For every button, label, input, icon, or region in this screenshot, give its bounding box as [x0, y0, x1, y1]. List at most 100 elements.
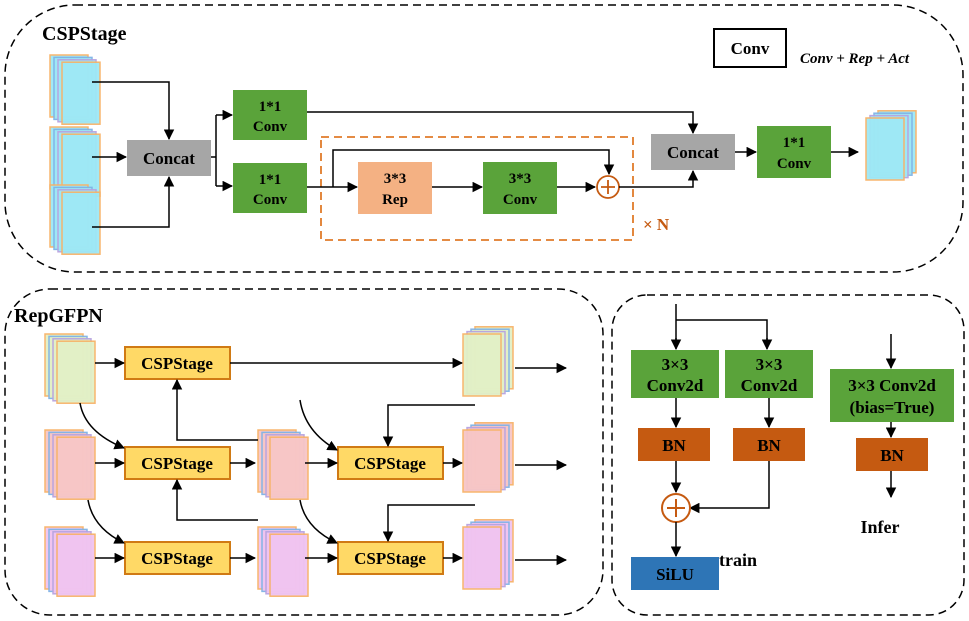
conv-out-label-1: 1*1: [783, 135, 806, 151]
train-conv-left-label-2: Conv2d: [647, 376, 704, 395]
gfpn-input-bot: [44, 526, 96, 597]
conv-mid-box: [233, 163, 307, 213]
bn-right-box: [733, 428, 805, 461]
train-conv-right-box: [725, 350, 813, 398]
feature-map-layer: [462, 429, 502, 493]
gfpn-input-top: [44, 333, 96, 404]
gfpn-out-top: [462, 326, 514, 397]
output-feature-stack: [865, 110, 917, 181]
concat-in-box: [127, 140, 211, 176]
feature-map-layer: [56, 533, 96, 597]
train-conv-left-box: [631, 350, 719, 398]
bn-left-box: [638, 428, 710, 461]
csp-stage-panel-border: [4, 4, 964, 273]
train-label: train: [719, 550, 757, 570]
legend-conv-definition: Conv + Rep + Act: [800, 51, 910, 67]
feature-map-layer: [269, 436, 309, 500]
gfpn-out-bot: [462, 519, 514, 590]
gfpn-down-out-to-bot2: [382, 504, 475, 543]
gfpn-curve-node-to-mid2: [299, 399, 338, 451]
gfpn-input-mid: [44, 429, 96, 500]
rep-arrow-bn-right-to-add: [688, 461, 770, 514]
conv-mid-label-1: 1*1: [259, 172, 282, 188]
rep-box: [358, 162, 432, 214]
conv-inner-box: [483, 162, 557, 214]
feature-map-layer: [865, 117, 905, 181]
gfpn-csp-stage-mid-1: CSPStage: [124, 446, 231, 480]
conv-mid-label-2: Conv: [253, 192, 288, 208]
train-conv-right-label-1: 3×3: [756, 355, 783, 374]
rep-block-panel-border: [611, 294, 965, 616]
concat-out-box: [651, 134, 735, 170]
add-icon: [596, 175, 620, 199]
gfpn-curve-top-to-mid1: [79, 402, 125, 450]
conv-out-label-2: Conv: [777, 156, 812, 172]
gfpn-curve-node-to-bot2: [299, 499, 338, 544]
rep-gfpn-panel: RepGFPN CSPStage CSPStage CSPStage CSPSt…: [4, 288, 604, 616]
gfpn-curve-mid-to-bot1: [87, 499, 125, 544]
silu-box: [631, 557, 719, 590]
gfpn-bot-node-1: [257, 526, 309, 597]
bn-right-label: BN: [757, 436, 781, 455]
infer-conv-label-1: 3×3 Conv2d: [848, 376, 936, 395]
infer-conv-label-2: (bias=True): [850, 398, 935, 417]
rep-gfpn-title: RepGFPN: [14, 305, 103, 327]
csp-stage-panel: CSPStage Conv Conv + Rep + Act Concat 1*…: [4, 4, 964, 273]
gfpn-csp-stage-top: CSPStage: [124, 346, 231, 380]
rep-block-panel: 3×3 Conv2d 3×3 Conv2d BN BN SiLU train 3…: [611, 294, 965, 616]
gfpn-csp-stage-bot-1-label: CSPStage: [141, 549, 213, 568]
split-line: [211, 115, 217, 186]
concat-in-label: Concat: [143, 149, 195, 168]
conv-top-label-2: Conv: [253, 119, 288, 135]
gfpn-csp-stage-mid-2-label: CSPStage: [354, 454, 426, 473]
gfpn-up-mid-to-top: [171, 378, 258, 441]
residual-line: [332, 149, 615, 187]
silu-label: SiLU: [656, 565, 694, 584]
gfpn-down-out-to-mid2: [382, 404, 475, 448]
rep-label-2: Rep: [382, 192, 408, 208]
concat-out-label: Concat: [667, 143, 719, 162]
rep-label-1: 3*3: [384, 171, 407, 187]
input-feature-stack-2: [49, 126, 101, 197]
feature-map-layer: [462, 333, 502, 397]
infer-conv-box: [830, 369, 954, 422]
feature-map-layer: [61, 61, 101, 125]
csp-stage-title: CSPStage: [42, 23, 127, 45]
gfpn-csp-stage-top-label: CSPStage: [141, 354, 213, 373]
infer-label: Infer: [861, 517, 900, 537]
arrow-stack1-concat: [92, 81, 175, 141]
rep-gfpn-panel-border: [4, 288, 604, 616]
bn-left-label: BN: [662, 436, 686, 455]
conv-top-box: [233, 90, 307, 140]
train-conv-right-label-2: Conv2d: [741, 376, 798, 395]
arrow-add-to-concat: [619, 169, 699, 188]
input-feature-stack-1: [49, 54, 101, 125]
gfpn-csp-stage-mid-2: CSPStage: [337, 446, 444, 480]
feature-map-layer: [56, 340, 96, 404]
feature-map-layer: [56, 436, 96, 500]
feature-map-layer: [462, 526, 502, 590]
rep-add-icon: [661, 493, 691, 523]
conv-out-box: [757, 126, 831, 178]
conv-top-label-1: 1*1: [259, 99, 282, 115]
feature-map-layer: [61, 191, 101, 255]
infer-bn-box: [856, 438, 928, 471]
legend-conv-label: Conv: [731, 39, 770, 58]
repeat-region: [320, 136, 634, 241]
arrow-top-bypass: [307, 111, 699, 135]
arrow-stack3-concat: [92, 175, 175, 228]
gfpn-mid-node-1: [257, 429, 309, 500]
gfpn-up-bot-to-mid: [171, 478, 258, 521]
rep-input-line: [675, 304, 768, 348]
repeat-label: × N: [643, 215, 670, 234]
train-conv-left-label-1: 3×3: [662, 355, 689, 374]
conv-inner-label-1: 3*3: [509, 171, 532, 187]
gfpn-csp-stage-bot-2-label: CSPStage: [354, 549, 426, 568]
gfpn-csp-stage-bot-1: CSPStage: [124, 541, 231, 575]
input-feature-stack-3: [49, 184, 101, 255]
legend-conv-box: [713, 28, 787, 68]
infer-bn-label: BN: [880, 446, 904, 465]
conv-inner-label-2: Conv: [503, 192, 538, 208]
gfpn-out-mid: [462, 422, 514, 493]
